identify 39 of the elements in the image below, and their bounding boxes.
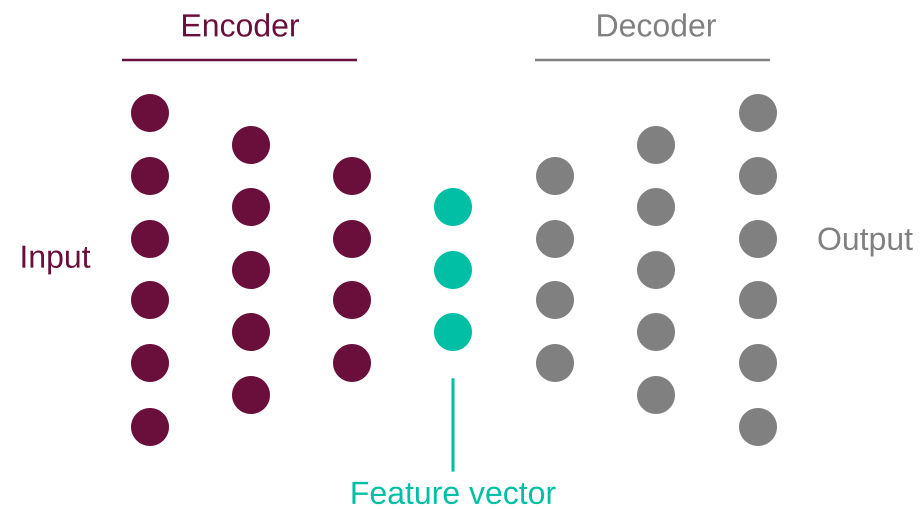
neuron-circle (536, 220, 574, 258)
neuron-circle (739, 94, 777, 132)
neuron-circle (637, 313, 675, 351)
neuron-circle (131, 157, 169, 195)
neuron-circle (434, 313, 472, 351)
neuron-circle (131, 408, 169, 446)
leader-line (452, 378, 454, 472)
section-heading: Decoder (598, 13, 716, 37)
neuron-circle (333, 281, 371, 319)
section-heading: Encoder (183, 13, 300, 37)
neuron-circle (434, 251, 472, 289)
neuron-circle (131, 220, 169, 258)
neuron-circle (739, 344, 777, 382)
neuron-circle (637, 126, 675, 164)
neuron-circle (232, 251, 270, 289)
neuron-circle (637, 188, 675, 226)
caption-text: Feature vector (352, 482, 556, 504)
neuron-circle (739, 220, 777, 258)
output-label: Output (818, 228, 913, 256)
neuron-circle (333, 157, 371, 195)
neuron-circle (739, 408, 777, 446)
neuron-circle (739, 281, 777, 319)
neuron-circle (333, 220, 371, 258)
neuron-circle (232, 188, 270, 226)
neuron-circle (637, 376, 675, 414)
neuron-circle (739, 157, 777, 195)
neuron-circle (232, 376, 270, 414)
neuron-circle (232, 313, 270, 351)
neuron-circle (131, 281, 169, 319)
neuron-circle (536, 344, 574, 382)
neuron-circle (637, 251, 675, 289)
neuron-circle (536, 281, 574, 319)
neuron-circle (131, 344, 169, 382)
neuron-circle (232, 126, 270, 164)
neuron-circle (536, 157, 574, 195)
neuron-circle (131, 94, 169, 132)
neuron-circle (434, 188, 472, 226)
input-label: Input (22, 246, 90, 274)
neuron-circle (333, 344, 371, 382)
